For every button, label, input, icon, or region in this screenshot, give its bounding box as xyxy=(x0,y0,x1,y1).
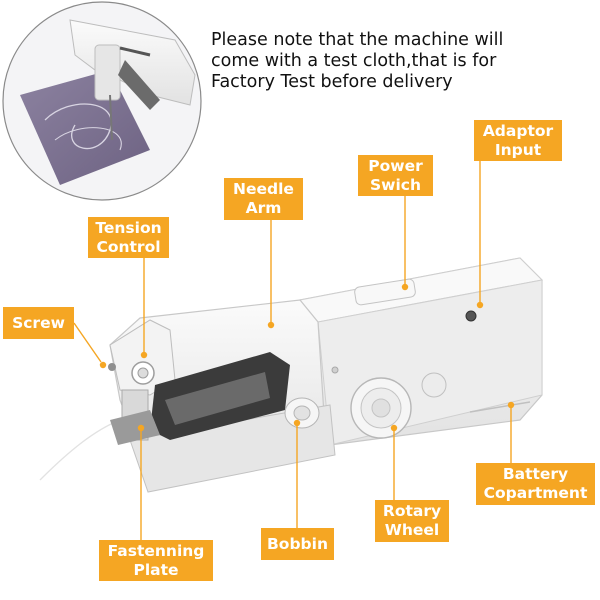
note-line: Please note that the machine will xyxy=(211,30,504,50)
screw-part xyxy=(108,363,116,371)
note-line: Factory Test before delivery xyxy=(211,72,453,92)
label-rotary-wheel: Rotary Wheel xyxy=(375,500,449,542)
label-battery-compartment: Battery Copartment xyxy=(476,463,595,505)
label-bobbin: Bobbin xyxy=(261,528,334,560)
note-line: come with a test cloth,that is for xyxy=(211,51,497,71)
label-adaptor-input: Adaptor Input xyxy=(474,120,562,161)
leader-screw xyxy=(73,322,102,363)
label-power-switch: Power Swich xyxy=(358,155,433,196)
power-switch-part xyxy=(354,278,416,306)
label-screw: Screw xyxy=(3,307,74,339)
label-fastening-plate: Fastenning Plate xyxy=(99,540,213,581)
inset-detail-view xyxy=(2,1,202,201)
leader-lines xyxy=(73,161,512,545)
label-needle-arm: Needle Arm xyxy=(224,178,303,220)
leader-dots xyxy=(99,283,515,432)
label-tension-control: Tension Control xyxy=(88,217,169,258)
adaptor-port xyxy=(465,310,477,322)
sewing-machine xyxy=(39,257,544,493)
delivery-note: Please note that the machine will come w… xyxy=(211,30,591,93)
